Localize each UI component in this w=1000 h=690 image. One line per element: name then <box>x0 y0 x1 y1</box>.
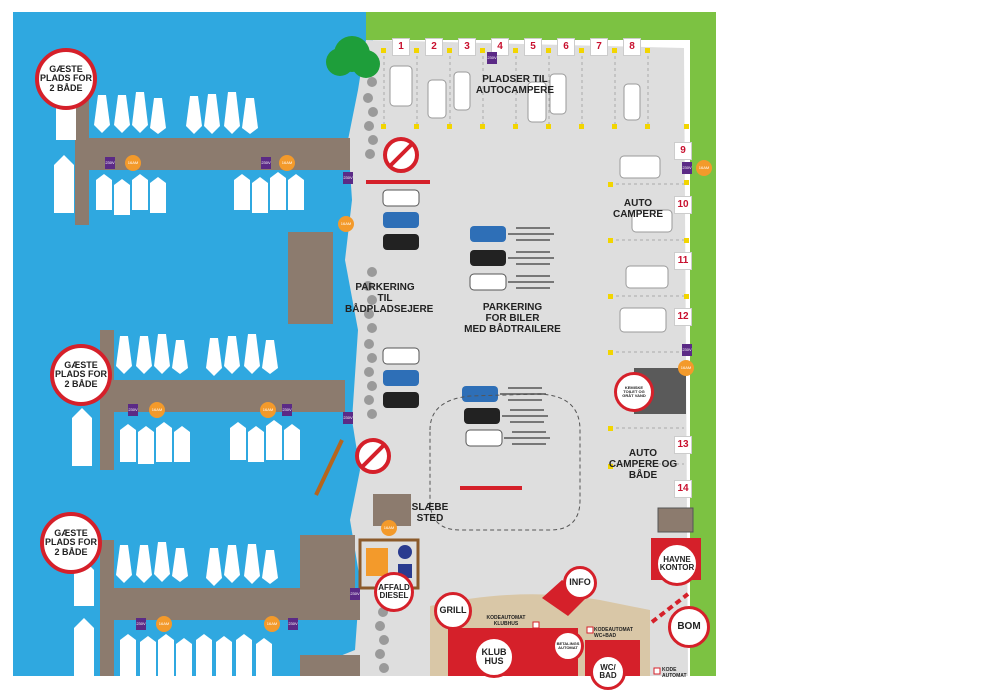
power-230v-tag: 230V <box>682 162 692 174</box>
klub-hus-badge: KLUB HUS <box>473 636 515 678</box>
label-kodeautomat-klubhus: KODEAUTOMAT KLUBHUS <box>486 615 526 627</box>
power-16a-tag: 16AM <box>381 520 397 536</box>
no-entry-sign-1 <box>383 137 419 173</box>
ramp-line <box>314 439 344 496</box>
spot-number-13: 13 <box>674 436 692 454</box>
code-box-1 <box>532 621 540 629</box>
label-pladser-autocampere: PLADSER TIL AUTOCAMPERE <box>475 74 555 96</box>
spot-number-14: 14 <box>674 480 692 498</box>
power-16a-tag: 16AM <box>125 155 141 171</box>
spot-number-7: 7 <box>590 38 608 56</box>
wc-bad-badge: WC/ BAD <box>590 654 626 690</box>
spot-number-5: 5 <box>524 38 542 56</box>
label-kode-automat: KODE AUTOMAT <box>662 667 687 679</box>
tree <box>326 36 380 78</box>
power-16a-tag: 16AM <box>279 155 295 171</box>
power-16a-tag: 16AM <box>260 402 276 418</box>
power-16a-tag: 16AM <box>338 216 354 232</box>
power-230v-tag: 230V <box>343 412 353 424</box>
spot-number-2: 2 <box>425 38 443 56</box>
turn-loop <box>429 393 581 531</box>
bom-gate <box>650 592 690 624</box>
label-auto-campere-baade: AUTO CAMPERE OG BÅDE <box>608 448 678 481</box>
spot-number-8: 8 <box>623 38 641 56</box>
power-16a-tag: 16AM <box>678 360 694 376</box>
power-16a-tag: 16AM <box>264 616 280 632</box>
power-230v-tag: 230V <box>105 157 115 169</box>
boats <box>54 92 304 676</box>
info-badge: INFO <box>563 566 597 600</box>
spot-number-4: 4 <box>491 38 509 56</box>
red-line-bottom <box>460 486 522 490</box>
small-building <box>657 507 694 533</box>
power-230v-tag: 230V <box>282 404 292 416</box>
power-230v-tag: 230V <box>261 157 271 169</box>
shore-stones <box>363 77 389 673</box>
code-box-3 <box>653 667 661 675</box>
guest-badge-3: GÆSTE PLADS FOR 2 BÅDE <box>40 512 102 574</box>
campers-top <box>389 65 641 123</box>
betalings-automat-badge: BETALINGS AUTOMAT <box>552 630 584 662</box>
yellow-markers <box>381 48 689 469</box>
pier-3 <box>100 535 360 676</box>
power-16a-tag: 16AM <box>149 402 165 418</box>
cars-left-bottom <box>382 347 420 408</box>
pier-1 <box>75 100 350 225</box>
spot-number-9: 9 <box>674 142 692 160</box>
spot-dividers-top <box>383 56 649 128</box>
spot-number-6: 6 <box>557 38 575 56</box>
spot-dividers-right <box>610 183 684 465</box>
kemiske-toilet-badge: KEMISKE TOILET OG GRÅT VAND <box>614 372 654 412</box>
spot-number-10: 10 <box>674 196 692 214</box>
power-230v-tag: 230V <box>487 52 497 64</box>
affald-diesel-badge: AFFALD DIESEL <box>374 572 414 612</box>
guest-badge-2: GÆSTE PLADS FOR 2 BÅDE <box>50 344 112 406</box>
label-kodeautomat-wc: KODEAUTOMAT WC+BAD <box>594 627 633 639</box>
guest-badge-1: GÆSTE PLADS FOR 2 BÅDE <box>35 48 97 110</box>
code-box-2 <box>586 626 594 634</box>
red-line-top <box>366 180 430 184</box>
label-parkering-biler: PARKERING FOR BILER MED BÅDTRAILERE <box>464 302 561 335</box>
havne-kontor-badge: HAVNE KONTOR <box>655 542 699 586</box>
power-230v-tag: 230V <box>682 344 692 356</box>
label-parkering-badpladsejere: PARKERING TIL BÅDPLADSEJERE <box>345 282 434 315</box>
pier-bottom-stub <box>300 655 360 676</box>
cars-trailers-bottom <box>462 386 550 447</box>
label-auto-campere: AUTO CAMPERE <box>612 198 663 220</box>
label-slaebe-sted: SLÆBE STED <box>411 502 449 524</box>
power-16a-tag: 16AM <box>696 160 712 176</box>
cars-trailers-top <box>469 226 554 291</box>
pier-top-stub <box>288 232 333 324</box>
power-230v-tag: 230V <box>128 404 138 416</box>
spot-number-1: 1 <box>392 38 410 56</box>
spot-number-11: 11 <box>674 252 692 270</box>
no-entry-sign-2 <box>355 438 391 474</box>
cars-left-top <box>382 189 420 250</box>
grill-badge: GRILL <box>434 592 472 630</box>
power-230v-tag: 230V <box>288 618 298 630</box>
power-230v-tag: 230V <box>343 172 353 184</box>
power-230v-tag: 230V <box>350 588 360 600</box>
campers-right <box>619 155 673 333</box>
spot-number-3: 3 <box>458 38 476 56</box>
power-16a-tag: 16AM <box>156 616 172 632</box>
power-230v-tag: 230V <box>136 618 146 630</box>
harbor-map <box>13 12 716 676</box>
spot-number-12: 12 <box>674 308 692 326</box>
bom-badge: BOM <box>668 606 710 648</box>
